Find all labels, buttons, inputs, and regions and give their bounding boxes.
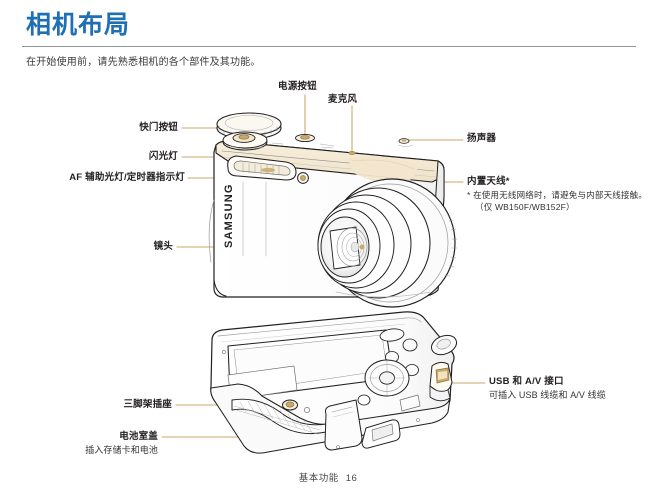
callout-power-button-label: 电源按钮 (278, 81, 317, 92)
callout-shutter-button: 快门按钮 (60, 122, 178, 135)
callout-speaker: 扬声器 (467, 133, 496, 146)
svg-text:SAMSUNG: SAMSUNG (223, 183, 235, 248)
callout-battery-cover: 电池室盖 插入存储卡和电池 (40, 431, 158, 456)
footer-page-number: 16 (345, 473, 358, 484)
callout-microphone-label: 麦克风 (328, 94, 358, 105)
callout-battery-cover-label: 电池室盖 (119, 431, 158, 442)
callout-tripod-mount: 三脚架插座 (60, 399, 172, 412)
page-subtitle: 在开始使用前，请先熟悉相机的各个部件及其功能。 (26, 57, 261, 68)
callout-usb-av-port: USB 和 A/V 接口 可插入 USB 线缆和 A/V 线缆 (489, 376, 606, 401)
title-divider (22, 46, 636, 47)
callout-antenna-note-text: * 在使用无线网络时，请避免与内部天线接触。（仅 WB150F/WB152F） (467, 189, 648, 213)
callout-shutter-button-label: 快门按钮 (139, 122, 178, 133)
page-footer: 基本功能 16 (0, 470, 656, 484)
callout-microphone: 麦克风 (328, 94, 357, 107)
footer-section-name: 基本功能 (298, 473, 339, 484)
callout-built-in-antenna: 内置天线* * 在使用无线网络时，请避免与内部天线接触。（仅 WB150F/WB… (467, 175, 656, 213)
callout-af-assist-label: AF 辅助光灯/定时器指示灯 (69, 172, 185, 183)
callout-flash-label: 闪光灯 (148, 151, 178, 162)
callout-power-button: 电源按钮 (278, 81, 317, 94)
callout-built-in-antenna-label: 内置天线* (467, 176, 510, 187)
callout-lens: 镜头 (95, 241, 173, 254)
callout-speaker-label: 扬声器 (467, 133, 497, 144)
page-title: 相机布局 (26, 11, 131, 39)
callout-tripod-mount-label: 三脚架插座 (123, 399, 172, 410)
callout-antenna-note: * 在使用无线网络时，请避免与内部天线接触。（仅 WB150F/WB152F） (467, 189, 656, 214)
callout-flash: 闪光灯 (60, 151, 178, 164)
callout-usb-av-port-label: USB 和 A/V 接口 (489, 376, 564, 387)
callout-battery-cover-sub: 插入存储卡和电池 (85, 444, 158, 455)
callout-usb-av-port-sub: 可插入 USB 线缆和 A/V 线缆 (489, 389, 606, 400)
callout-af-assist: AF 辅助光灯/定时器指示灯 (20, 172, 185, 185)
callout-lens-label: 镜头 (153, 241, 173, 252)
